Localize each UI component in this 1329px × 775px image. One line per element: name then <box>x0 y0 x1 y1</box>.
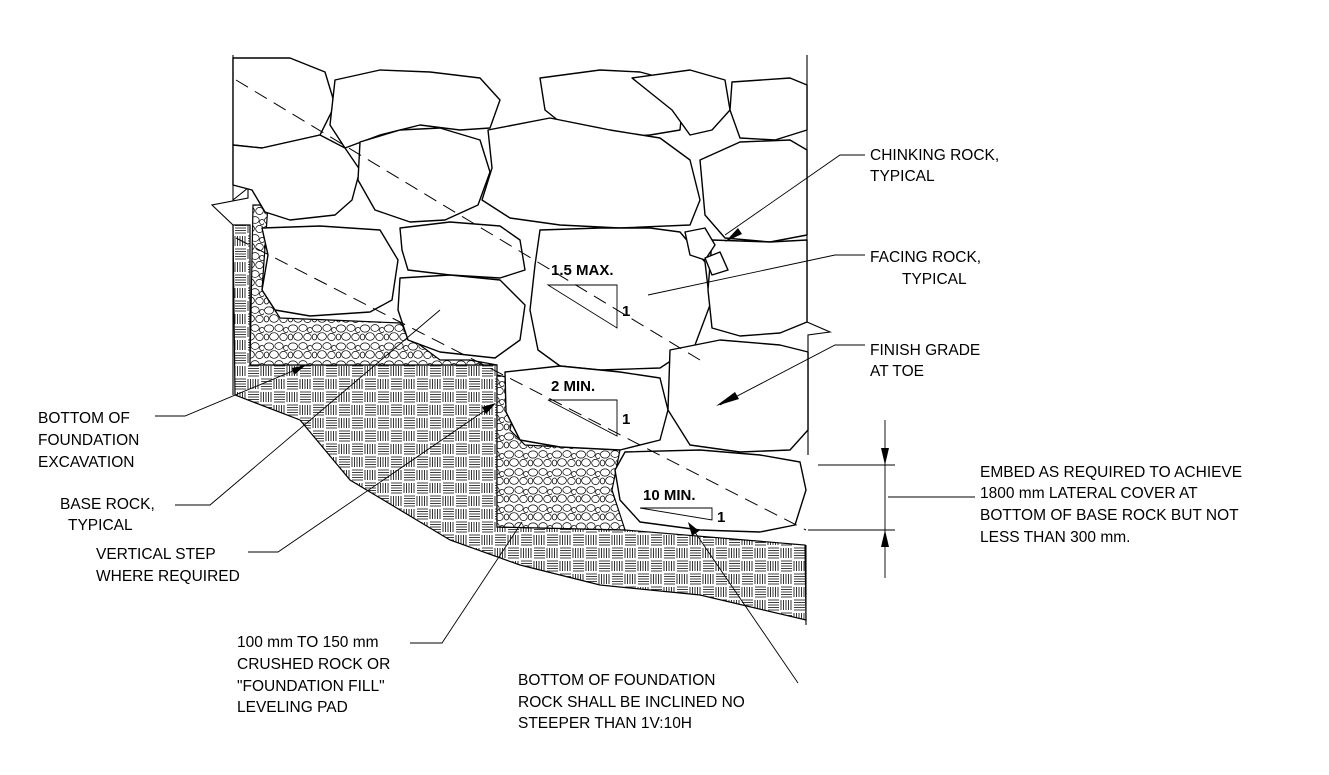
label-crushed-rock-2: CRUSHED ROCK OR <box>237 656 390 673</box>
label-vertical-step: VERTICAL STEP <box>96 546 216 563</box>
label-facing-rock-2: TYPICAL <box>902 271 967 288</box>
chinking-rock <box>684 227 716 261</box>
slope-triangle-2 <box>547 399 618 437</box>
slope-triangle-1 <box>546 284 618 329</box>
leader-vstep <box>248 406 491 553</box>
label-embed: EMBED AS REQUIRED TO ACHIEVE <box>980 464 1242 481</box>
facing-rock <box>397 274 526 359</box>
label-base-rock-2: TYPICAL <box>68 517 133 534</box>
label-bottom-excavation-2: FOUNDATION <box>38 432 139 449</box>
batter-line-upper <box>235 79 701 361</box>
label-incline-3: STEEPER THAN 1V:10H <box>518 715 692 732</box>
leader-facing <box>647 254 865 296</box>
label-facing-rock: FACING ROCK, <box>870 249 981 266</box>
leader-incline <box>689 524 799 684</box>
slope-label-2-horizontal: 2 MIN. <box>551 378 595 395</box>
arrowhead <box>688 522 699 536</box>
leader-crushed <box>410 521 523 644</box>
facing-rock <box>357 127 491 223</box>
label-vertical-step-2: WHERE REQUIRED <box>96 568 240 585</box>
chinking-rock <box>704 251 729 276</box>
leader-base-rock <box>175 309 441 506</box>
label-embed-3: BOTTOM OF BASE ROCK BUT NOT <box>980 507 1239 524</box>
label-embed-4: LESS THAN 300 mm. <box>980 529 1130 546</box>
label-incline: BOTTOM OF FOUNDATION <box>518 672 715 689</box>
slope-label-1-vertical: 1 <box>622 303 630 320</box>
slope-label-2-vertical: 1 <box>622 411 630 428</box>
slope-triangle-3 <box>639 507 713 521</box>
facing-rock <box>261 225 399 317</box>
label-bottom-excavation-3: EXCAVATION <box>38 454 134 471</box>
leader-chinking <box>724 154 865 236</box>
wall-back-line <box>210 55 249 395</box>
facing-rock <box>729 77 808 141</box>
label-crushed-rock-3: "FOUNDATION FILL" <box>237 678 385 695</box>
label-bottom-excavation: BOTTOM OF <box>38 410 130 427</box>
label-finish-grade-2: AT TOE <box>870 363 924 380</box>
label-base-rock: BASE ROCK, <box>60 496 155 513</box>
facing-rock <box>399 221 526 279</box>
facing-rock <box>504 365 669 451</box>
batter-line-lower <box>235 237 807 531</box>
facing-rock <box>699 139 808 243</box>
label-chinking-rock: CHINKING ROCK, <box>870 147 999 164</box>
arrowhead <box>716 392 739 406</box>
label-embed-2: 1800 mm LATERAL COVER AT <box>980 485 1198 502</box>
label-finish-grade: FINISH GRADE <box>870 342 980 359</box>
arrowhead <box>725 228 742 242</box>
facing-rock <box>707 239 808 337</box>
leader-finish <box>719 344 865 406</box>
wall-right-line <box>805 55 833 625</box>
label-crushed-rock-4: LEVELING PAD <box>237 699 348 716</box>
slope-label-3-vertical: 1 <box>717 509 725 526</box>
facing-rock <box>481 117 701 229</box>
facing-rock <box>232 134 361 221</box>
arrowhead <box>292 365 306 375</box>
label-incline-2: ROCK SHALL BE INCLINED NO <box>518 694 745 711</box>
label-chinking-rock-2: TYPICAL <box>870 168 935 185</box>
slope-label-3-horizontal: 10 MIN. <box>643 487 696 504</box>
facing-rock <box>631 69 731 136</box>
arrowhead <box>482 403 496 414</box>
label-crushed-rock: 100 mm TO 150 mm <box>237 634 379 651</box>
dim-arrow-bottom <box>881 530 889 547</box>
slope-label-1-horizontal: 1.5 MAX. <box>551 262 614 279</box>
facing-rock <box>329 69 501 149</box>
leader-bottom-exc <box>155 367 301 417</box>
dim-arrow-top <box>881 448 889 465</box>
